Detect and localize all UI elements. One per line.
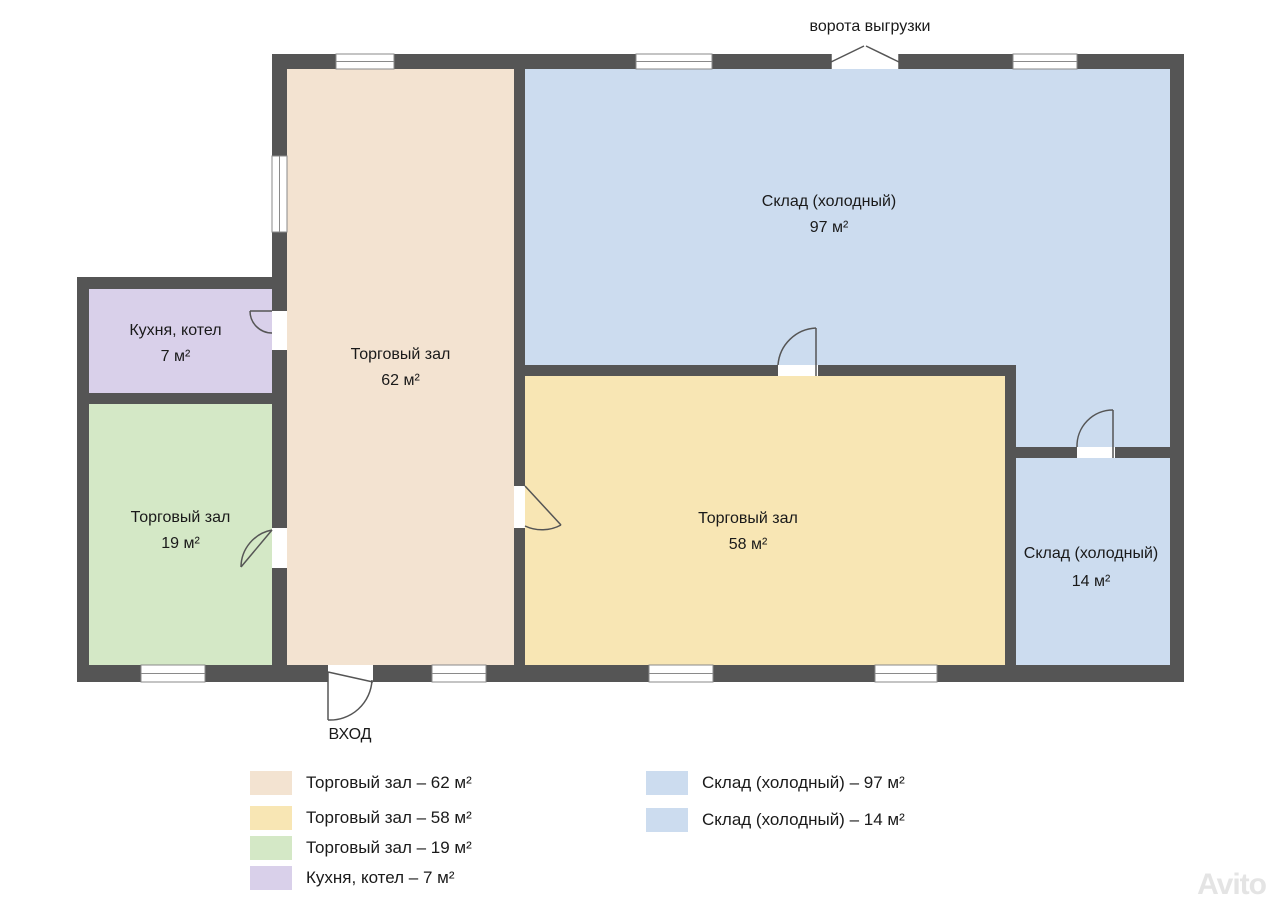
door-sales-58 [514,486,525,528]
gate-label: ворота выгрузки [809,18,931,35]
room-sales-19-fill [89,404,272,665]
room-storage-97-fill [525,69,1170,447]
legend-text: Торговый зал – 58 м² [306,808,472,827]
room-sales-58-area: 58 м² [728,536,768,553]
room-storage-14-name: Склад (холодный) [1023,545,1159,562]
room-storage-97-area: 97 м² [809,219,849,236]
legend-swatch [646,808,688,832]
gate-loading [831,54,899,69]
legend-swatch [250,806,292,830]
room-storage-14-area: 14 м² [1071,573,1111,590]
legend-swatch [250,771,292,795]
room-kitchen-name: Кухня, котел [129,322,222,339]
room-sales-62-name: Торговый зал [350,346,451,363]
legend-text: Торговый зал – 19 м² [306,838,472,857]
door-kitchen [272,311,287,350]
room-sales-58-label: Торговый зал 58 м² [525,506,971,558]
room-storage-14-fill [1016,458,1170,665]
room-sales-19-name: Торговый зал [130,509,231,526]
legend-text: Кухня, котел – 7 м² [306,868,455,887]
door-sales-19 [272,528,287,568]
legend-text: Склад (холодный) – 14 м² [702,810,905,829]
legend-text: Склад (холодный) – 97 м² [702,773,905,792]
room-kitchen-area: 7 м² [160,348,191,365]
room-sales-58-fill [525,376,1005,665]
room-sales-62-label: Торговый зал 62 м² [287,342,514,394]
room-sales-58-name: Торговый зал [698,510,798,527]
room-sales-62-fill [287,69,514,665]
room-kitchen-label: Кухня, котел 7 м² [89,318,262,370]
entrance-label: ВХОД [328,726,372,743]
room-sales-19-label: Торговый зал 19 м² [89,505,272,557]
avito-watermark-logo: Avito [1197,868,1267,901]
room-storage-14-label: Склад (холодный) 14 м² [1008,540,1174,596]
legend-swatch [250,866,292,890]
room-storage-97-label: Склад (холодный) 97 м² [700,189,958,241]
room-sales-62-area: 62 м² [381,372,420,389]
legend-text: Торговый зал – 62 м² [306,773,472,792]
room-storage-97-name: Склад (холодный) [761,193,897,210]
room-sales-19-area: 19 м² [161,535,200,552]
doors [240,45,1115,721]
door-storage-97 [778,365,818,376]
door-storage-14 [1077,447,1115,458]
legend-swatch [250,836,292,860]
door-entrance [328,665,373,682]
legend-swatch [646,771,688,795]
room-kitchen-fill [89,289,272,393]
